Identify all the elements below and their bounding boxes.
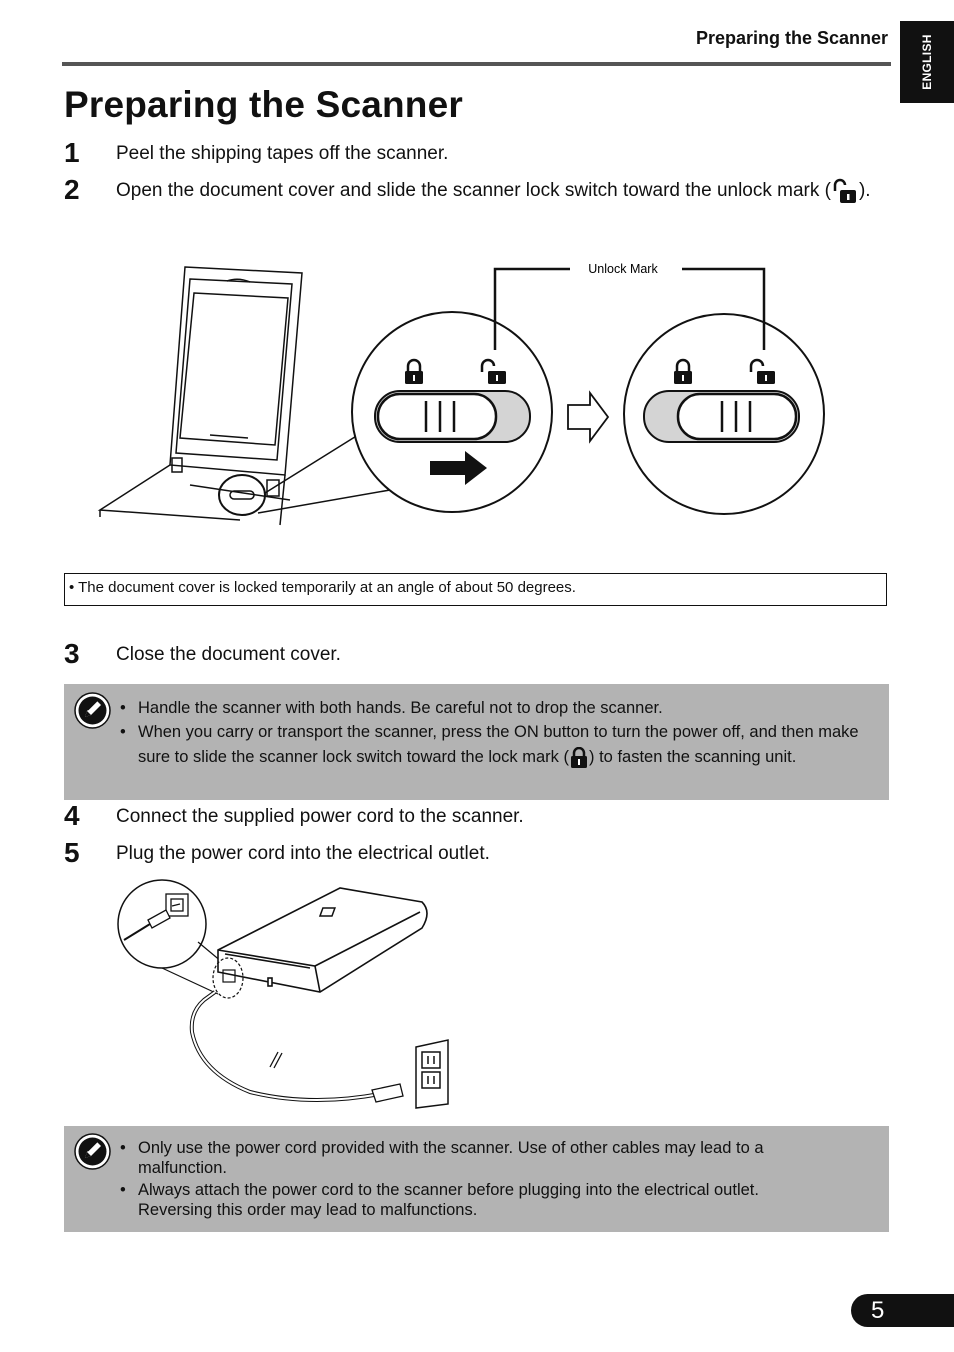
- step-3-number: 3: [64, 638, 80, 669]
- caution-item: Always attach the power cord to the scan…: [120, 1180, 829, 1220]
- step-2-number: 2: [64, 174, 80, 205]
- then-arrow-icon: [567, 390, 610, 444]
- caution-box: Only use the power cord provided with th…: [64, 1126, 889, 1232]
- caution-item: When you carry or transport the scanner,…: [120, 720, 883, 770]
- connector-highlight: [212, 957, 244, 999]
- scanner-illustration: [217, 887, 428, 993]
- power-cord-figure: [117, 879, 449, 1109]
- step-2-text-after: ).: [858, 180, 871, 202]
- lock-mark-icon: [674, 358, 692, 384]
- caution-item: Handle the scanner with both hands. Be c…: [120, 696, 883, 720]
- note-box: • The document cover is locked temporari…: [64, 573, 887, 606]
- step-5-text: Plug the power cord into the electrical …: [116, 843, 490, 864]
- lock-mark-icon: [571, 746, 588, 768]
- caution-box: Handle the scanner with both hands. Be c…: [64, 684, 889, 800]
- switch-slider: [376, 392, 498, 441]
- unlock-mark-icon: [749, 358, 775, 384]
- caution-item: Only use the power cord provided with th…: [120, 1138, 829, 1178]
- step-2-text-before: Open the document cover and slide the sc…: [116, 180, 831, 202]
- wall-outlet-illustration: [415, 1039, 449, 1109]
- zoom-circle: [218, 474, 266, 516]
- connector-inset-circle: [117, 879, 207, 969]
- page-number: 5: [851, 1294, 954, 1327]
- caution-item-text-after: ) to fasten the scanning unit.: [589, 748, 797, 766]
- scanner-lid-illustration: [97, 266, 303, 526]
- step-1-number: 1: [64, 137, 80, 168]
- lock-mark-icon: [405, 358, 423, 384]
- step-5-number: 5: [64, 837, 80, 868]
- header-rule: [62, 62, 891, 66]
- unlock-mark-icon: [480, 358, 506, 384]
- language-tab-label: ENGLISH: [920, 34, 934, 90]
- step-4-number: 4: [64, 800, 80, 831]
- header-section-title: Preparing the Scanner: [695, 28, 888, 48]
- unlock-mark-icon: [833, 178, 856, 203]
- page-title: Preparing the Scanner: [64, 84, 463, 125]
- step-1-text: Peel the shipping tapes off the scanner.: [116, 143, 449, 164]
- pencil-note-icon: [74, 1133, 111, 1170]
- lock-switch-figure: Unlock Mark: [97, 262, 825, 526]
- slide-direction-arrow-icon: [430, 451, 487, 485]
- pencil-note-icon: [74, 692, 111, 729]
- step-2-text: Open the document cover and slide the sc…: [116, 178, 891, 204]
- step-4-text: Connect the supplied power cord to the s…: [116, 806, 524, 827]
- language-tab: ENGLISH: [900, 21, 954, 103]
- step-3-text: Close the document cover.: [116, 644, 341, 665]
- unlock-mark-callout-label: Unlock Mark: [588, 262, 658, 276]
- caution-item-text-before: When you carry or transport the scanner,…: [138, 723, 859, 766]
